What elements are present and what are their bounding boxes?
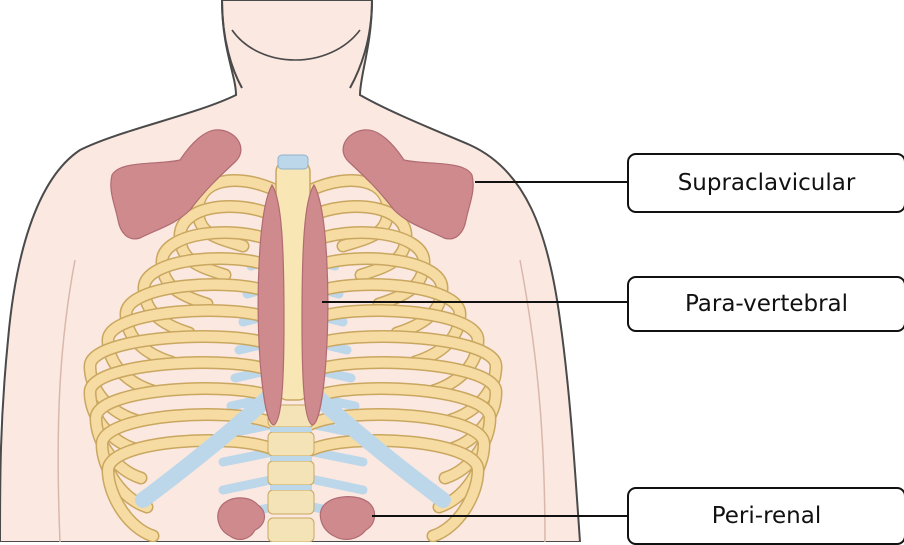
label-supraclavicular: Supraclavicular [627,153,904,213]
lower-spine [268,405,314,542]
label-peri-renal: Peri-renal [627,487,904,545]
label-para-vertebral: Para-vertebral [627,276,904,332]
sternum-top [278,155,308,169]
